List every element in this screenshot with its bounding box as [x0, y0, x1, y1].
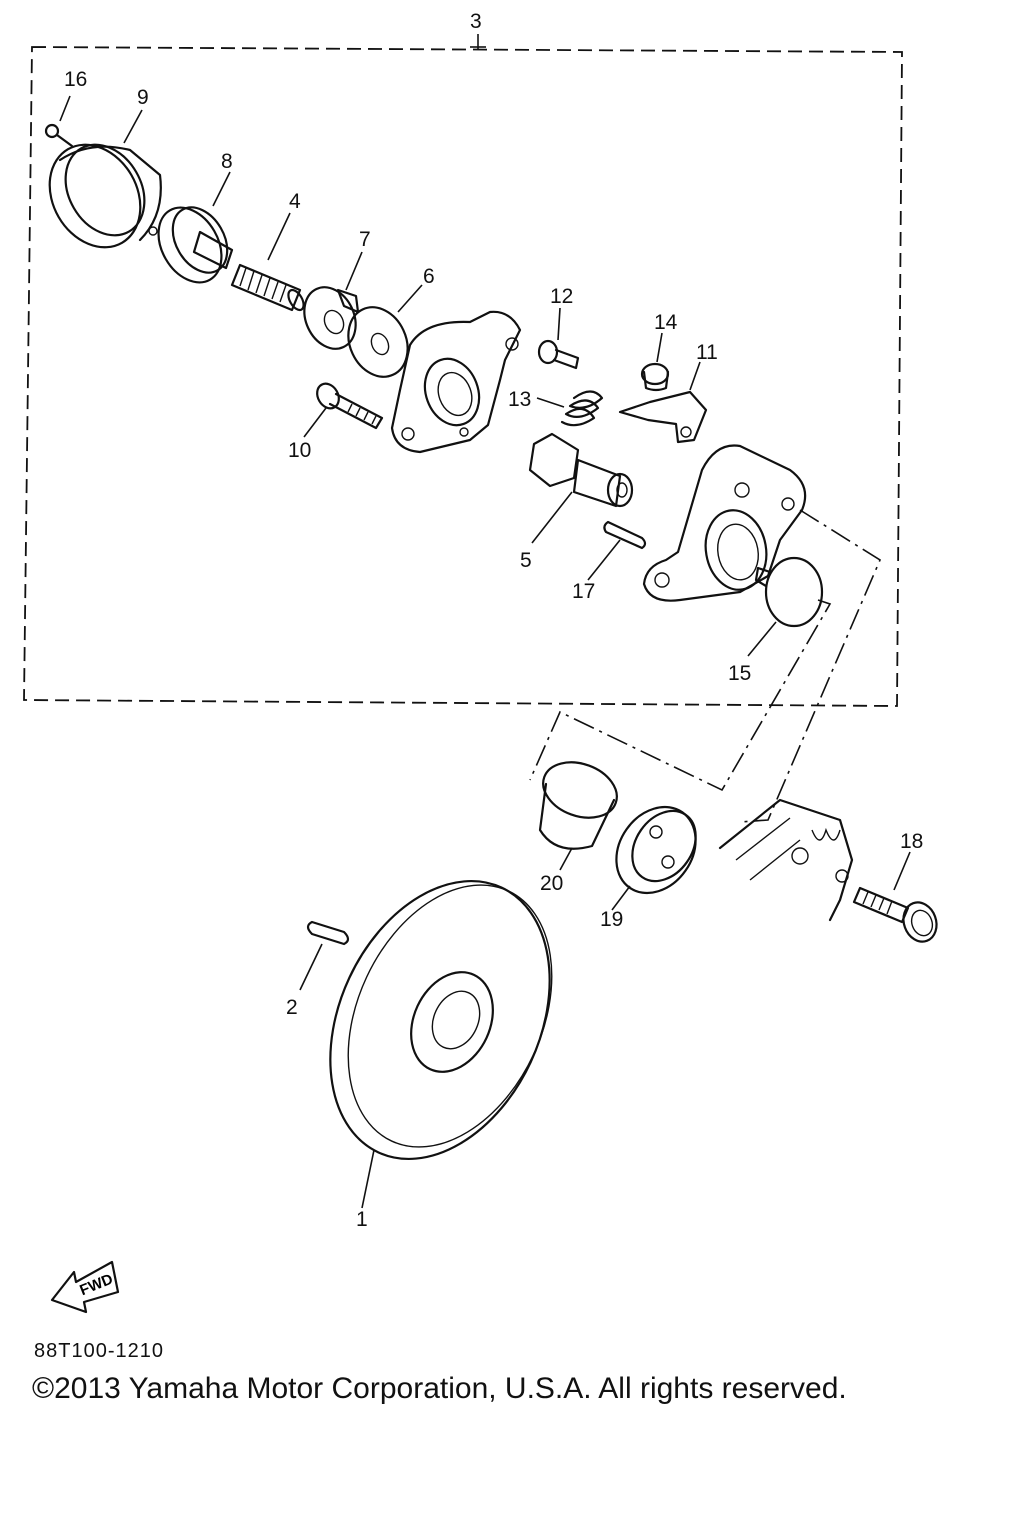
- pump-body: [642, 444, 807, 602]
- callout-12: 12: [550, 285, 573, 308]
- assembly-boundary: [23, 46, 903, 707]
- part-1-disc: [329, 879, 553, 1209]
- part-17-pin: [587, 520, 647, 581]
- callout-13: 13: [508, 388, 531, 411]
- part-6-washer: [347, 284, 423, 378]
- part-9-cover: [48, 109, 162, 249]
- part-2-key: [299, 920, 350, 991]
- part-code: 88T100-1210: [34, 1340, 164, 1362]
- callout-15: 15: [728, 662, 751, 685]
- pump-housing: [390, 310, 522, 454]
- part-18-flange-bolt: [852, 851, 938, 943]
- part-19-seal: [611, 805, 697, 911]
- callout-4: 4: [289, 190, 301, 213]
- callout-8: 8: [221, 150, 233, 173]
- part-4-worm-spring: [230, 212, 305, 312]
- part-8-gear-shaft: [157, 171, 234, 284]
- fwd-arrow-icon: FWD: [50, 1260, 120, 1314]
- part-20-cap: [538, 761, 618, 871]
- callout-19: 19: [600, 908, 623, 931]
- connector-line: [529, 599, 832, 792]
- engine-case-fragment: [718, 798, 854, 922]
- callout-5: 5: [520, 549, 532, 572]
- callout-11: 11: [696, 341, 718, 364]
- callout-9: 9: [137, 86, 149, 109]
- connector-line: [739, 509, 882, 823]
- callout-14: 14: [654, 311, 678, 334]
- callout-7: 7: [359, 228, 371, 251]
- callout-20: 20: [540, 872, 563, 895]
- callout-17: 17: [572, 580, 595, 603]
- callout-10: 10: [288, 439, 311, 462]
- callout-18: 18: [900, 830, 923, 853]
- callout-2: 2: [286, 996, 298, 1019]
- part-5-pump-shaft: [528, 432, 634, 544]
- part-12-bolt: [537, 307, 580, 370]
- copyright-notice: ©2013 Yamaha Motor Corporation, U.S.A. A…: [32, 1372, 847, 1405]
- part-13-spring: [536, 390, 604, 427]
- part-10-bolt: [303, 382, 384, 438]
- callout-1: 1: [356, 1208, 368, 1231]
- part-16-screw: [44, 95, 74, 148]
- callout-16: 16: [64, 68, 87, 91]
- part-11-lever: [618, 361, 708, 444]
- part-15-plug: [747, 556, 824, 657]
- callout-3: 3: [470, 10, 482, 33]
- part-7-cam-plate: [303, 251, 363, 350]
- part-14-bushing: [640, 332, 670, 392]
- callout-6: 6: [423, 265, 435, 288]
